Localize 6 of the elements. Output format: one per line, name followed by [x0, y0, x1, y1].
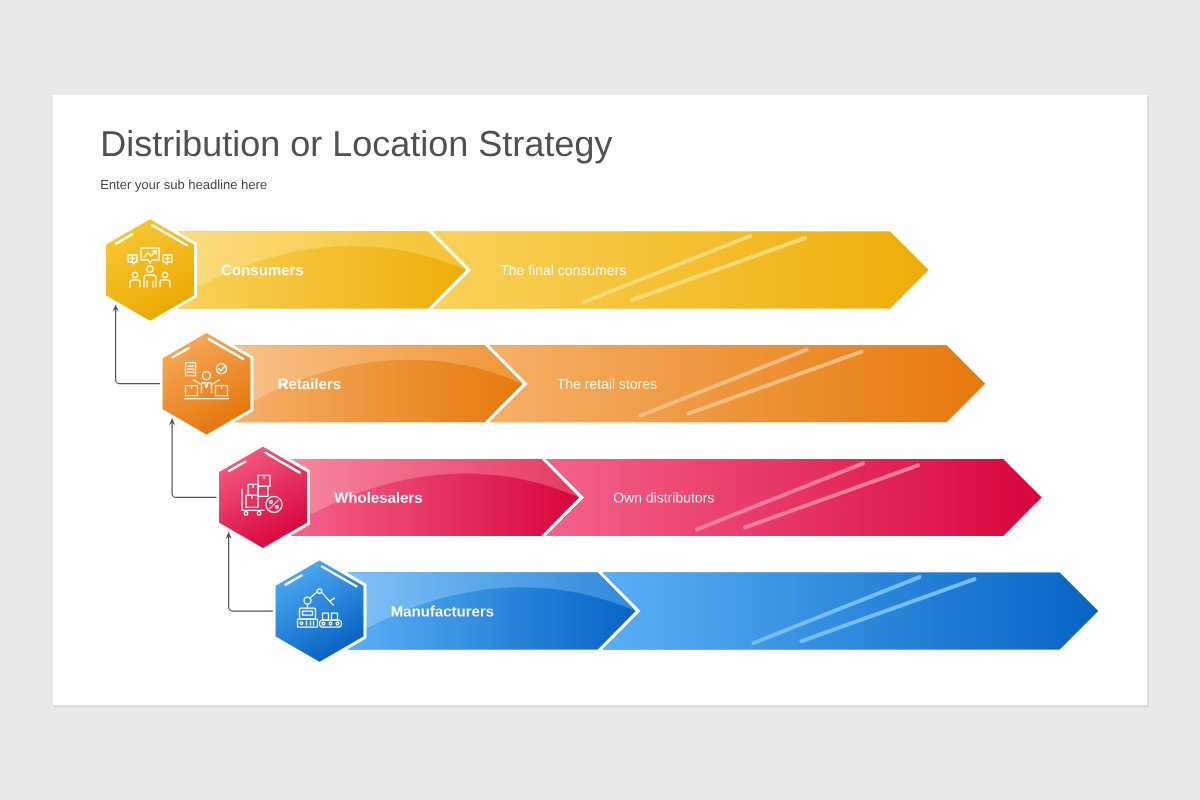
subtitle: Enter your sub headline here: [101, 179, 267, 192]
hexagon: [103, 216, 197, 324]
hexagon: [272, 557, 367, 666]
title: Distribution or Location Strategy: [103, 129, 613, 164]
hexagon: [216, 443, 310, 552]
hexagon: [159, 329, 254, 438]
